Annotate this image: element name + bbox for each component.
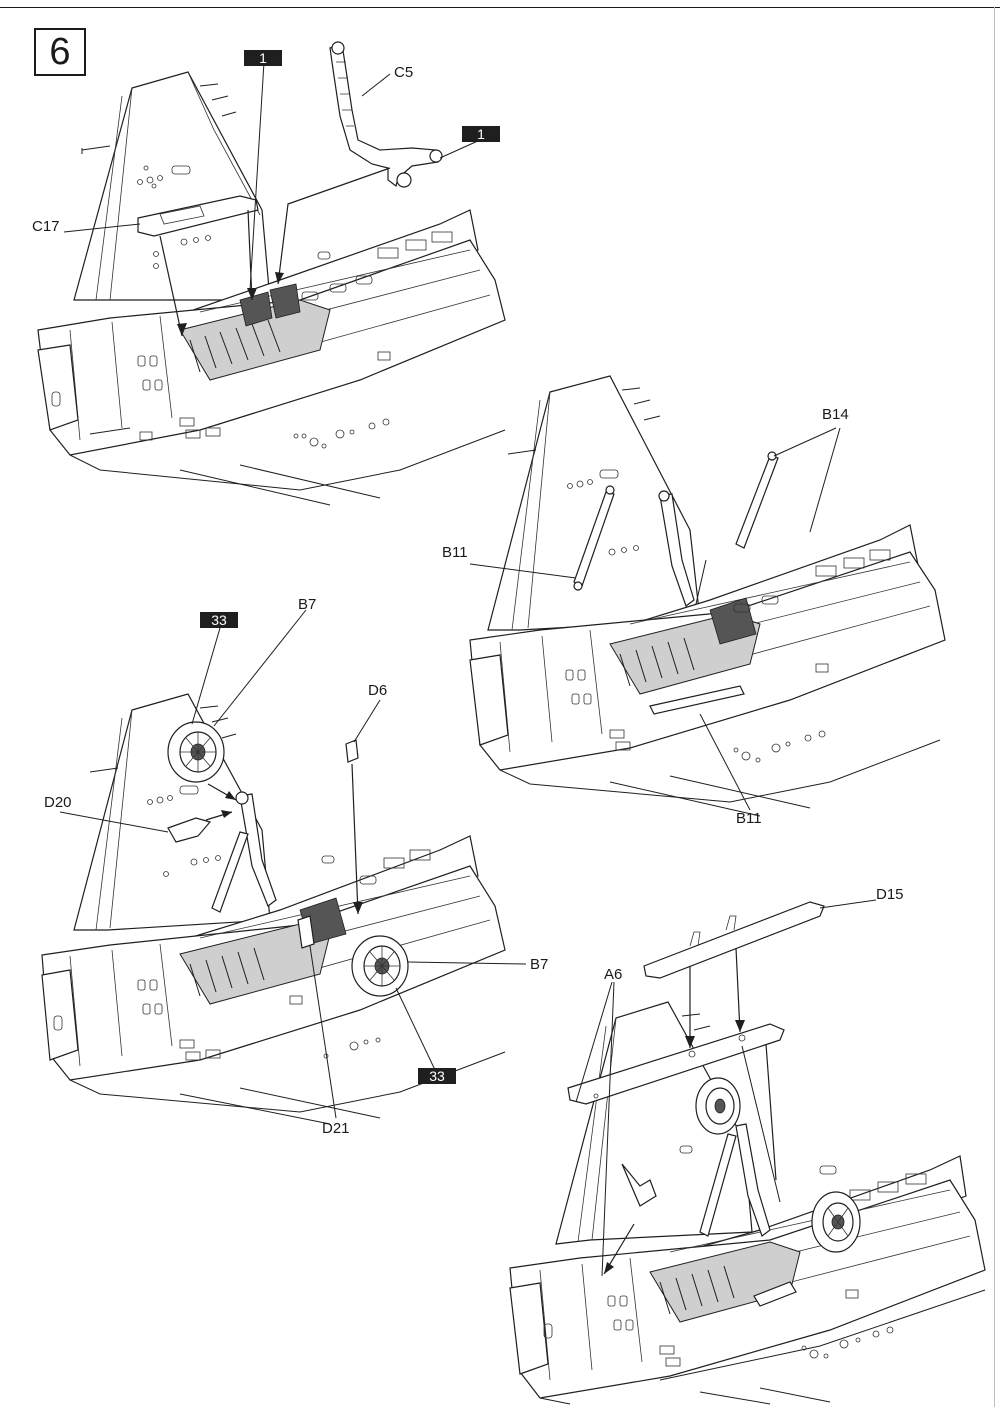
fuselage-view-2 <box>469 375 946 817</box>
ref-badge-33-lower: 33 <box>418 1068 456 1084</box>
callout-d21: D21 <box>322 1120 350 1137</box>
part-d15 <box>643 901 825 979</box>
part-b11-lower <box>649 685 745 715</box>
part-c17 <box>137 195 259 237</box>
callout-b11-upper: B11 <box>442 544 468 561</box>
callout-c5: C5 <box>394 64 414 81</box>
step-number-box: 6 <box>34 28 86 76</box>
top-border-line <box>0 7 1000 8</box>
ref-badge-1-left: 1 <box>244 50 282 66</box>
wheel-rear-installed <box>811 1191 861 1253</box>
callout-d6: D6 <box>368 682 388 699</box>
ref-badge-1-right: 1 <box>462 126 500 142</box>
callout-b11-lower: B11 <box>736 810 762 827</box>
fuselage-view-4 <box>509 899 986 1405</box>
callout-a6: A6 <box>604 966 623 983</box>
callout-d20: D20 <box>44 794 72 811</box>
fuselage-view-3 <box>41 609 527 1125</box>
callout-b14: B14 <box>822 406 849 423</box>
wheel-b7-upper <box>167 721 225 783</box>
callout-d15: D15 <box>876 886 904 903</box>
right-border-line <box>994 7 995 1407</box>
vertical-fin-3 <box>73 693 271 931</box>
part-d20 <box>167 817 212 843</box>
callout-b7-upper: B7 <box>298 596 317 613</box>
callout-c17: C17 <box>32 218 60 235</box>
part-c5 <box>329 43 439 188</box>
wheel-b7-lower <box>351 935 409 997</box>
part-a6 <box>567 1023 785 1105</box>
callout-b7-lower: B7 <box>530 956 549 973</box>
wheel-front-installed <box>695 1077 741 1135</box>
part-d21 <box>297 915 315 949</box>
ref-badge-33-upper: 33 <box>200 612 238 628</box>
vertical-fin-1 <box>73 71 271 301</box>
step-number: 6 <box>49 31 71 73</box>
part-b14 <box>735 455 779 549</box>
part-d6 <box>345 739 359 763</box>
fuselage-view-1 <box>37 41 506 506</box>
